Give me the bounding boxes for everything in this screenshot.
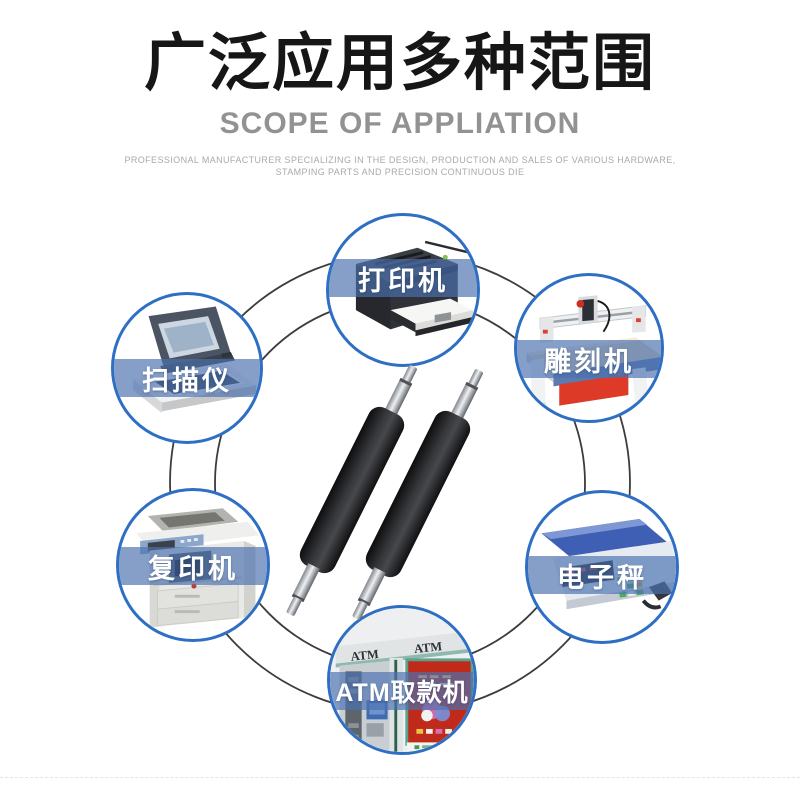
label-band-printer: 打印机 — [329, 259, 477, 297]
app-label-scanner: 扫描仪 — [142, 365, 232, 396]
label-band-atm: ATM取款机 — [330, 672, 474, 710]
app-circle-copier: 复印机 — [116, 488, 270, 642]
scanner-icon — [133, 306, 257, 414]
subtitle: SCOPE OF APPLIATION — [219, 107, 581, 141]
app-label-engraver: 雕刻机 — [544, 346, 634, 377]
app-circle-scale: 电子秤 — [525, 490, 679, 644]
bottom-divider — [0, 777, 800, 778]
header: 广泛应用多种范围 SCOPE OF APPLIATION PROFESSIONA… — [0, 0, 800, 178]
tagline-line1: PROFESSIONAL MANUFACTURER SPECIALIZING I… — [124, 155, 676, 166]
app-circle-printer: 打印机 — [326, 213, 480, 367]
app-label-copier: 复印机 — [148, 553, 238, 584]
app-label-printer: 打印机 — [358, 265, 448, 296]
page-title: 广泛应用多种范围 — [143, 29, 656, 98]
app-label-atm: ATM取款机 — [335, 679, 469, 707]
app-circle-engraver: 雕刻机 — [514, 273, 664, 423]
label-band-copier: 复印机 — [119, 547, 267, 585]
atm-sign-left: ATM — [350, 647, 380, 664]
app-label-scale: 电子秤 — [557, 562, 647, 593]
tagline: PROFESSIONAL MANUFACTURER SPECIALIZING I… — [80, 154, 720, 178]
app-circle-atm: ATM ATM ATM取款机 — [327, 605, 477, 755]
app-circle-scanner: 扫描仪 — [111, 292, 263, 444]
atm-sign-right: ATM — [413, 639, 443, 656]
tagline-line2: STAMPING PARTS AND PRECISION CONTINUOUS … — [275, 167, 525, 178]
label-band-engraver: 雕刻机 — [517, 340, 661, 378]
label-band-scale: 电子秤 — [528, 556, 676, 594]
label-band-scanner: 扫描仪 — [114, 359, 260, 397]
